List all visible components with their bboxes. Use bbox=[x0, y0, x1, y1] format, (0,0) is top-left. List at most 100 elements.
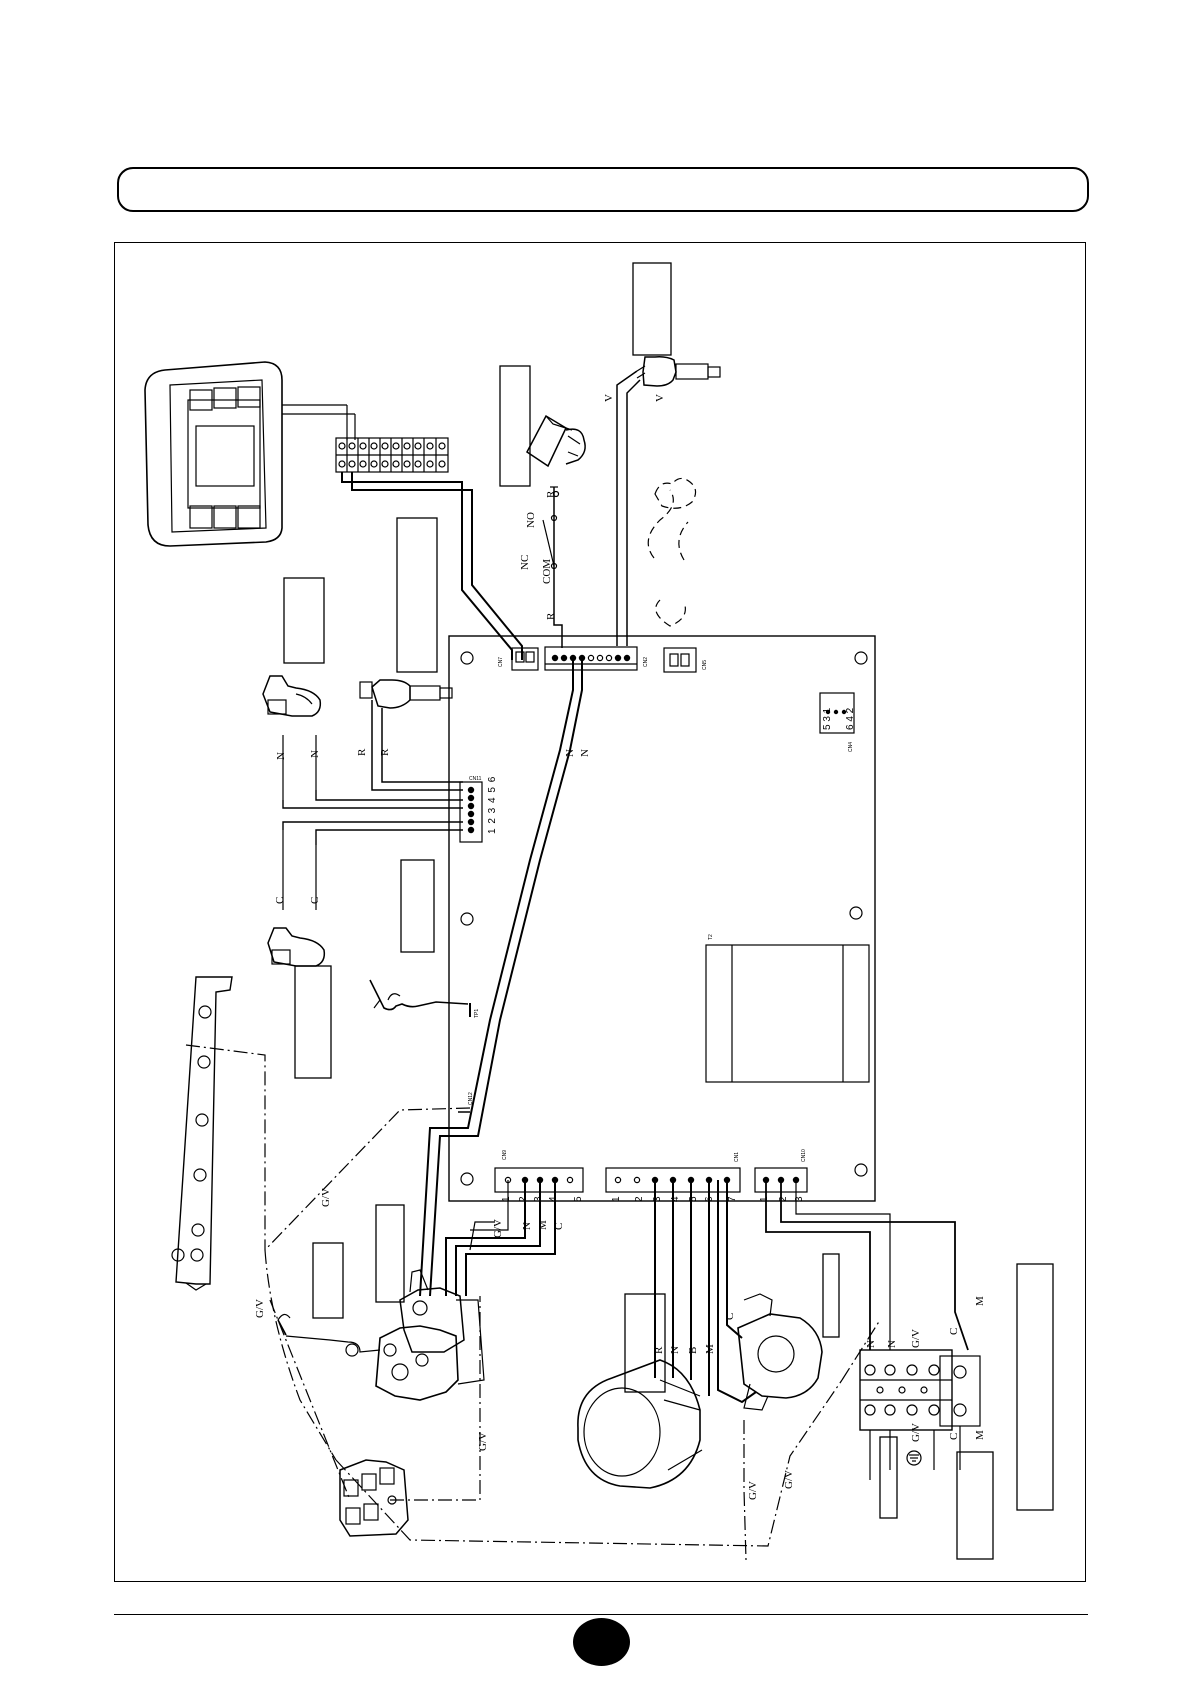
label-cn10: CN10 bbox=[801, 1149, 807, 1162]
connector-labels: CN7 CN2 CN5 CN4 CN11 CN12 TP1 T2 CN9 CN1… bbox=[468, 657, 854, 1162]
label-m-mains-2: M bbox=[974, 1430, 986, 1440]
cn4-pins-top: 5 3 1 bbox=[822, 707, 833, 730]
wire-remote-cn7 bbox=[341, 472, 513, 660]
connector-cn11 bbox=[459, 781, 483, 843]
label-c-thermo-1: C bbox=[274, 897, 286, 904]
connector-cn2 bbox=[544, 646, 638, 671]
label-c-valve: C bbox=[553, 1223, 565, 1230]
label-gv-2: G/V bbox=[254, 1299, 266, 1318]
label-cn1: CN1 bbox=[734, 1152, 740, 1162]
label-n-thermo-1: N bbox=[275, 752, 287, 760]
flow-sensor-dashed bbox=[647, 477, 697, 627]
connector-cn7 bbox=[511, 647, 539, 671]
label-n-thermo-2: N bbox=[309, 750, 321, 758]
ignition-electrode bbox=[369, 979, 469, 1011]
safety-thermostat-top bbox=[262, 675, 322, 717]
cn1-pin-6: 6 bbox=[704, 1196, 715, 1202]
diagram-frame bbox=[114, 242, 1086, 1582]
label-gv-8: G/V bbox=[910, 1423, 922, 1442]
cn1-pin-2: 2 bbox=[634, 1196, 645, 1202]
wire-labels: NC COM NO R R V V N N R R N N C C G/V G/… bbox=[254, 394, 986, 1500]
label-cn12: CN12 bbox=[468, 1092, 474, 1105]
wire-cn2-gasvalve bbox=[419, 660, 574, 1297]
label-cn11: CN11 bbox=[469, 776, 482, 782]
cn1-pin-4: 4 bbox=[670, 1196, 681, 1202]
section-title-box bbox=[117, 167, 1089, 212]
overheat-thermostat-bottom bbox=[267, 927, 326, 967]
label-v-1: V bbox=[603, 394, 615, 402]
label-tp1: TP1 bbox=[474, 1009, 480, 1018]
pressure-switch bbox=[526, 414, 586, 468]
cn9-pin-3: 3 bbox=[533, 1196, 544, 1202]
cn1-pin-1: 1 bbox=[611, 1196, 622, 1202]
cn9-pin-4: 4 bbox=[548, 1196, 559, 1202]
dhw-ntc-sensor bbox=[616, 356, 721, 646]
cn9-pin-5: 5 bbox=[573, 1196, 584, 1202]
remote-control-panel bbox=[144, 361, 356, 547]
label-r-ntc-1: R bbox=[356, 748, 368, 756]
cn11-pins: 1 2 3 4 5 6 bbox=[487, 776, 498, 834]
footer-rule bbox=[114, 1614, 1088, 1615]
ground-wiring bbox=[185, 1044, 881, 1561]
label-c-thermo-2: C bbox=[309, 897, 321, 904]
label-cn2: CN2 bbox=[643, 657, 649, 667]
label-nc: NC bbox=[519, 555, 531, 570]
label-n-valve: N bbox=[521, 1222, 533, 1230]
label-m-valve: M bbox=[537, 1220, 549, 1230]
cn10-pin-3: 3 bbox=[794, 1196, 805, 1202]
label-n-cn2-2: N bbox=[579, 749, 591, 757]
wire-gasvalve-cn9 bbox=[445, 1180, 526, 1296]
label-n-cn2-1: N bbox=[564, 749, 576, 757]
cn1-pin-3: 3 bbox=[652, 1196, 663, 1202]
label-c-pump: C bbox=[724, 1313, 736, 1320]
label-gv-7: G/V bbox=[910, 1329, 922, 1348]
pin-labels: 5 3 1 6 4 2 1 2 3 4 5 6 1 2 3 4 5 1 2 3 … bbox=[487, 707, 856, 1202]
cn4-pins-bottom: 6 4 2 bbox=[845, 707, 856, 730]
label-gv-4: G/V bbox=[477, 1432, 489, 1451]
control-board bbox=[448, 635, 876, 1202]
label-r-ntc-2: R bbox=[379, 748, 391, 756]
connector-cn4 bbox=[819, 692, 855, 734]
label-cn5: CN5 bbox=[702, 660, 708, 670]
wire-cn1-pump bbox=[717, 1180, 757, 1404]
label-gv-3: G/V bbox=[492, 1219, 504, 1238]
label-r-fan: R bbox=[653, 1346, 665, 1354]
label-c-mains-1: C bbox=[948, 1328, 960, 1335]
label-m-fan: M bbox=[704, 1344, 716, 1354]
cn10-pin-2: 2 bbox=[778, 1196, 789, 1202]
label-r-flow-2: R bbox=[545, 490, 557, 498]
label-n-mains-1: N bbox=[865, 1340, 877, 1348]
cn9-pin-1: 1 bbox=[501, 1196, 512, 1202]
label-n-mains-2: N bbox=[886, 1340, 898, 1348]
label-com: COM bbox=[541, 559, 553, 584]
heating-ntc-sensor bbox=[359, 679, 463, 791]
label-cn4: CN4 bbox=[848, 742, 854, 752]
label-gv-5: G/V bbox=[747, 1481, 759, 1500]
label-no: NO bbox=[525, 512, 537, 528]
connector-cn5 bbox=[663, 647, 697, 673]
wire-cn10-mains bbox=[765, 1180, 871, 1350]
ground-terminal-block bbox=[339, 1459, 409, 1537]
earth-symbol bbox=[906, 1450, 922, 1466]
mounting-bracket bbox=[171, 976, 233, 1291]
gas-valve bbox=[277, 1269, 485, 1401]
label-m-mains-1: M bbox=[974, 1296, 986, 1306]
cn1-pin-7: 7 bbox=[727, 1196, 738, 1202]
label-t2: T2 bbox=[708, 934, 714, 940]
fan-motor bbox=[577, 1359, 703, 1489]
circulation-pump bbox=[737, 1293, 823, 1411]
label-r-flow-1: R bbox=[545, 612, 557, 620]
label-cn9: CN9 bbox=[502, 1150, 508, 1160]
label-n-fan: N bbox=[669, 1346, 681, 1354]
label-gv-1: G/V bbox=[320, 1188, 332, 1207]
cn9-pin-2: 2 bbox=[518, 1196, 529, 1202]
label-gv-6: G/V bbox=[783, 1470, 795, 1489]
label-v-2: V bbox=[654, 394, 666, 402]
page-number-badge bbox=[573, 1618, 630, 1666]
label-c-mains-2: C bbox=[948, 1433, 960, 1440]
label-cn7: CN7 bbox=[498, 657, 504, 667]
label-b-fan: B bbox=[687, 1347, 699, 1354]
wire-thermostats-cn11 bbox=[282, 790, 463, 809]
cn1-pin-5: 5 bbox=[688, 1196, 699, 1202]
